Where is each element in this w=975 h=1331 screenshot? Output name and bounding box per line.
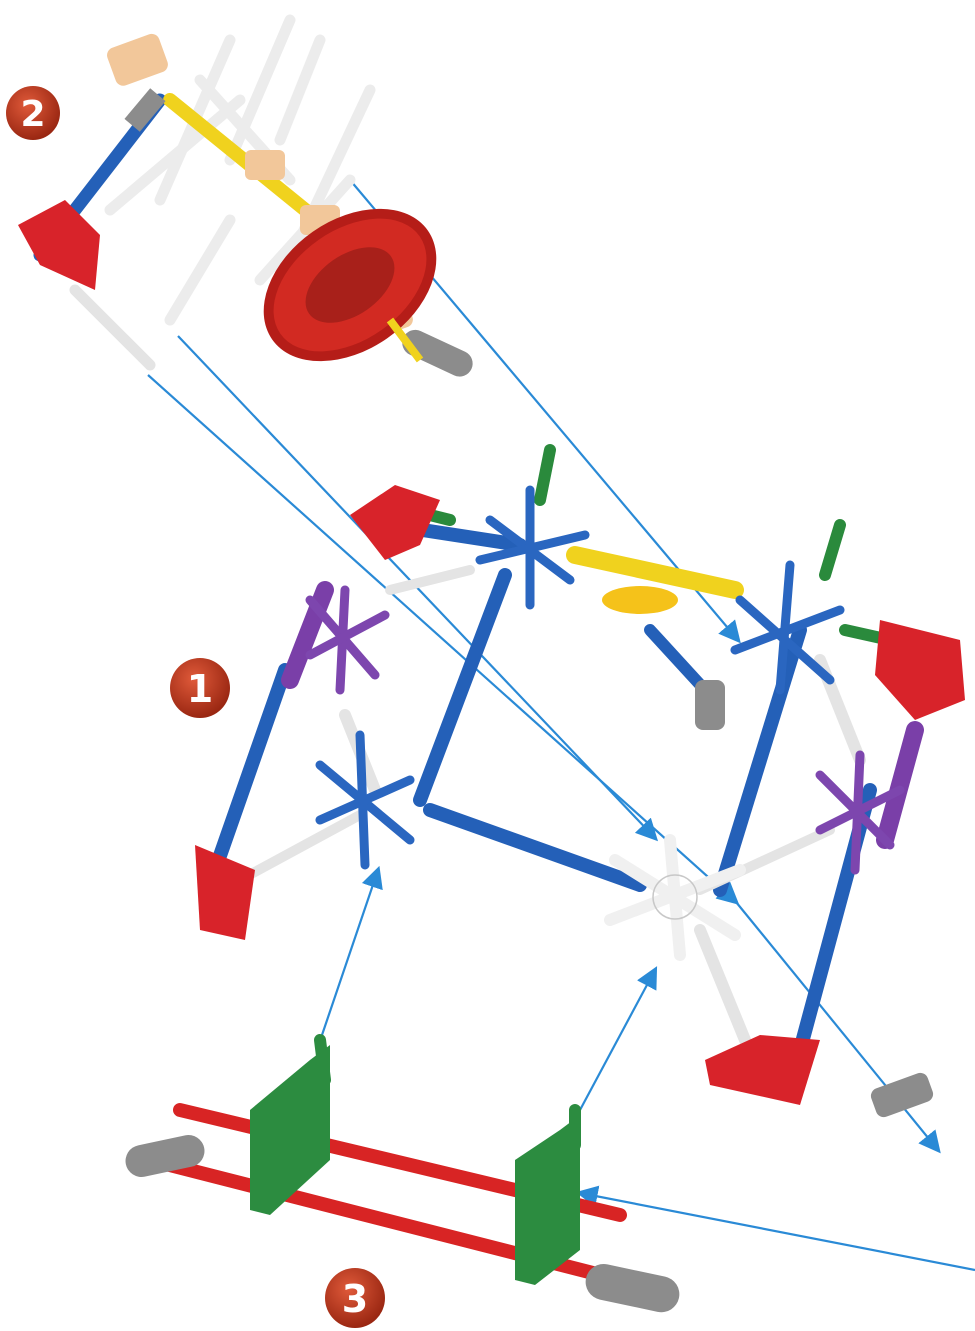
connector-gray	[582, 1261, 682, 1316]
step-3-assembly	[123, 1040, 683, 1316]
rod-icon	[700, 930, 745, 1040]
rod-icon	[420, 575, 505, 800]
snowflake-connector-icon	[610, 840, 740, 955]
assembly-arrow-icon	[322, 870, 378, 1035]
rod-icon	[75, 290, 150, 365]
rod-icon	[430, 810, 640, 885]
rod-icon	[825, 525, 840, 575]
assembly-arrow-icon	[580, 970, 655, 1110]
gear-icon	[602, 586, 678, 614]
step-number: 3	[342, 1277, 368, 1321]
step-1-assembly	[195, 450, 965, 1105]
step-number: 2	[20, 94, 45, 135]
corner-connector-icon	[18, 200, 100, 290]
step-badge-icon: 1	[170, 658, 230, 718]
corner-connector-icon	[195, 485, 965, 1105]
step-number: 1	[187, 667, 213, 711]
rod-icon	[650, 630, 705, 690]
step-badge-icon: 2	[6, 86, 60, 140]
rod-icon	[575, 555, 735, 590]
assembly-arrow-icon	[580, 1193, 975, 1270]
rod-icon	[240, 815, 360, 880]
rod-icon	[885, 730, 915, 840]
connector-gray	[695, 680, 725, 730]
rod-icon	[540, 450, 550, 500]
step-badge-icon: 3	[325, 1268, 385, 1328]
step-2-assembly	[18, 20, 477, 393]
